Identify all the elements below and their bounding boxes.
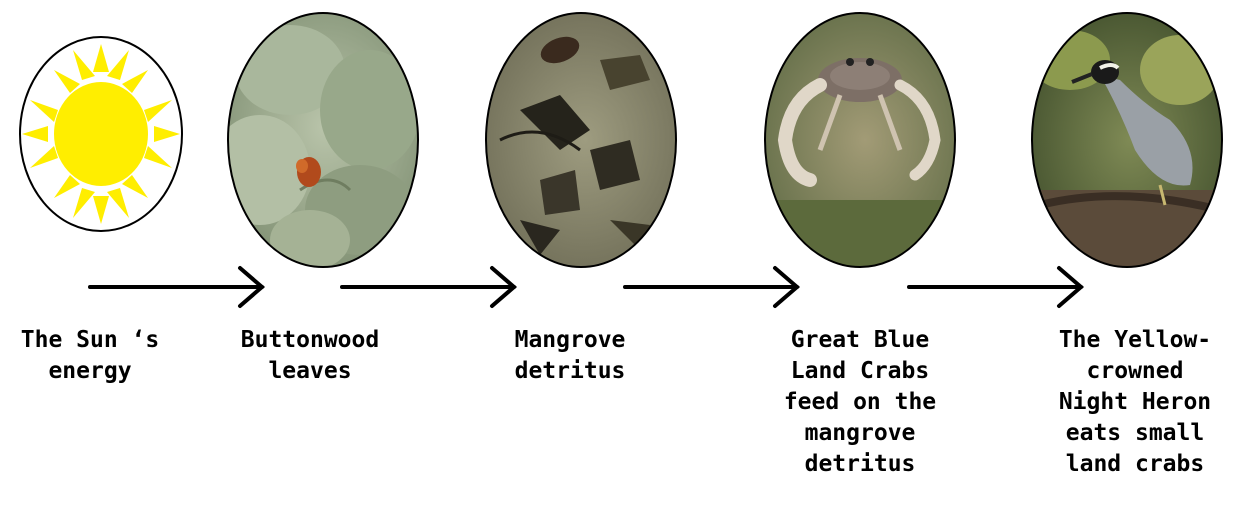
label-buttonwood-leaves: Buttonwood leaves — [210, 325, 410, 387]
arrow-sun-to-buttonwood — [90, 268, 262, 306]
label-sun-energy: The Sun ‘s energy — [0, 325, 180, 387]
label-land-crabs: Great Blue Land Crabs feed on the mangro… — [755, 325, 965, 480]
buttonwood-leaves-photo — [210, 10, 430, 270]
night-heron-photo — [1025, 10, 1235, 270]
mangrove-detritus-photo — [480, 10, 690, 270]
land-crab-photo — [760, 10, 970, 270]
label-night-heron: The Yellow- crowned Night Heron eats sma… — [1025, 325, 1245, 480]
arrow-crab-to-heron — [909, 268, 1081, 306]
label-mangrove-detritus: Mangrove detritus — [470, 325, 670, 387]
arrow-buttonwood-to-mangrove — [342, 268, 514, 306]
sun-icon — [20, 37, 182, 231]
arrow-mangrove-to-crab — [625, 268, 797, 306]
